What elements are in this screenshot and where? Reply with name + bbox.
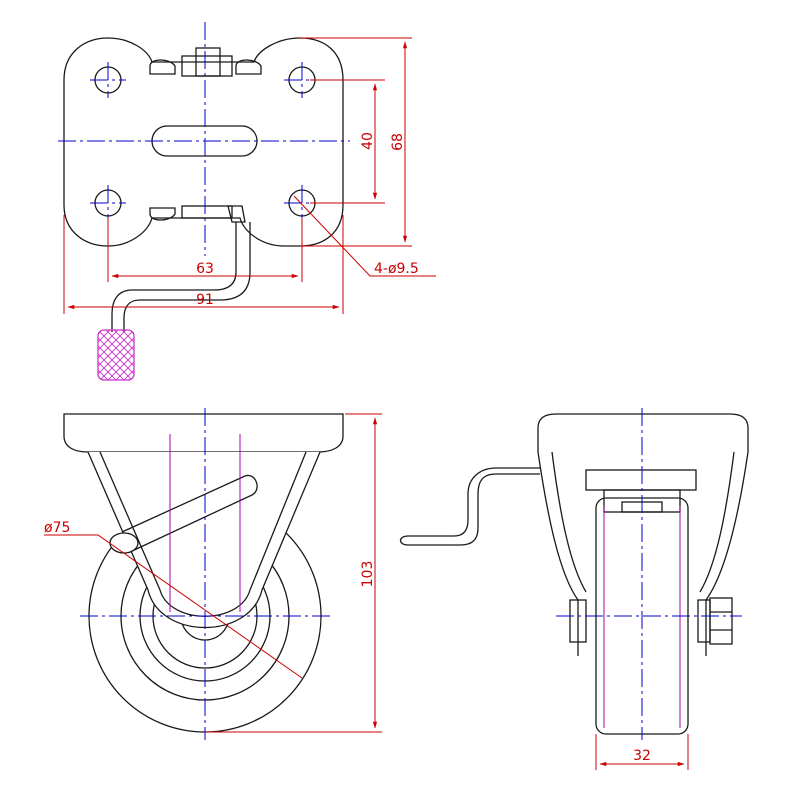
front-tread-lines xyxy=(169,434,241,612)
side-brake-lever xyxy=(399,467,540,546)
side-fork-bracket xyxy=(585,469,697,491)
side-view-centerlines xyxy=(556,408,742,740)
dim-plate-width: 91 xyxy=(196,292,214,308)
side-fork-inner xyxy=(551,451,735,593)
dim-bolt-spacing-x: 63 xyxy=(196,261,214,277)
side-fork-outer xyxy=(537,451,749,656)
front-view xyxy=(63,413,344,733)
mounting-plate-outline xyxy=(63,37,344,247)
dim-plate-height: 68 xyxy=(390,133,406,151)
top-clamp xyxy=(149,47,262,77)
side-axle-nut xyxy=(709,597,733,645)
dim-holes: 4-ø9.5 xyxy=(374,261,419,277)
front-view-centerlines xyxy=(80,408,334,740)
dim-total-height: 103 xyxy=(360,561,376,588)
front-lever-pivot xyxy=(109,532,139,554)
side-top-plate xyxy=(537,413,749,452)
dim-wheel-width: 32 xyxy=(633,748,651,764)
side-axle-washer-right xyxy=(697,599,711,643)
dim-wheel-diameter: ø75 xyxy=(44,520,70,536)
dim-bolt-spacing-y: 40 xyxy=(360,132,376,150)
top-view-dimensions xyxy=(63,37,436,314)
side-axle-washer-left xyxy=(569,599,587,643)
top-view-centerlines xyxy=(58,22,350,256)
side-view-dimensions xyxy=(595,734,689,770)
side-view xyxy=(399,413,749,735)
brake-lever-grip xyxy=(97,329,135,381)
bottom-clamp xyxy=(149,205,246,223)
top-view xyxy=(63,37,344,381)
front-view-dimensions xyxy=(44,413,382,733)
side-tread-lines xyxy=(603,506,681,728)
brake-lever-crank xyxy=(111,222,251,332)
front-brake-lever xyxy=(121,474,258,553)
front-top-plate xyxy=(63,413,344,453)
